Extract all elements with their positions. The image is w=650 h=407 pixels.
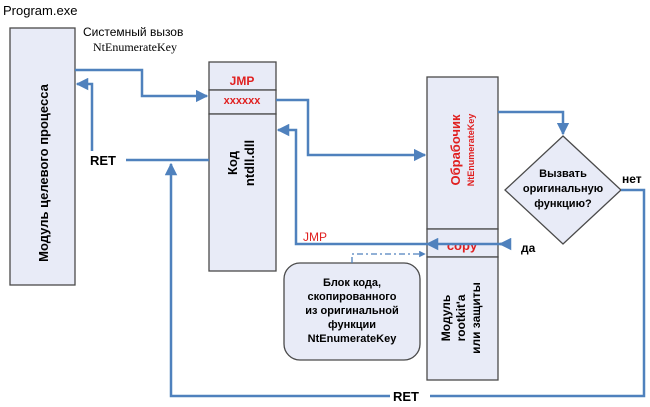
ntdll-top-box xyxy=(208,61,277,91)
jmp-address-label: xxxxxx xyxy=(224,95,262,107)
jmp-to-handler-arrow xyxy=(276,98,427,162)
jmp-back-label: JMP xyxy=(303,230,327,244)
handler-label: Обрабочик xyxy=(448,114,463,185)
yes-label: да xyxy=(521,241,536,255)
rootkit-label-line3: или защиты xyxy=(469,282,483,354)
decision-text-line2: оригинальную xyxy=(523,183,603,195)
target-module-label: Модуль целевого процесса xyxy=(36,83,51,261)
ret-left-label-bg xyxy=(84,151,126,168)
handler-box xyxy=(426,76,499,230)
copied-block-line1: Блок кода, xyxy=(323,277,381,289)
ntdll-code-box xyxy=(208,113,277,272)
copied-block-line5: NtEnumerateKey xyxy=(308,333,398,345)
rootkit-label-line1: Модуль xyxy=(439,295,453,341)
ntdll-name-label: ntdll.dll xyxy=(242,140,257,186)
decision-text-line1: Вызвать xyxy=(539,168,587,180)
ret-left-label: RET xyxy=(90,153,116,168)
rootkit-module-box xyxy=(426,256,499,381)
handler-to-decision-arrow xyxy=(498,110,570,136)
no-label: нет xyxy=(622,172,642,186)
rootkit-label-line2: rootkit'а xyxy=(454,294,468,341)
copied-block-line2: скопированного xyxy=(308,291,397,303)
target-module-box xyxy=(9,27,76,286)
syscall-arrow xyxy=(75,68,209,103)
ret-bottom-label: RET xyxy=(393,389,419,404)
copied-block-line3: из оригинальной xyxy=(305,305,398,317)
dashed-copy-arrow xyxy=(351,250,426,263)
ret-bottom-label-bg xyxy=(390,387,430,404)
ntdll-code-label: Код xyxy=(225,150,240,175)
copy-label: copy xyxy=(447,238,478,253)
jmp-label: JMP xyxy=(230,74,255,88)
handler-function-label: NtEnumerateKey xyxy=(466,114,476,187)
syscall-function-label: NtEnumerateKey xyxy=(93,40,177,54)
jmp-back-arrow xyxy=(276,123,427,246)
decision-text-line3: функцию? xyxy=(534,198,592,210)
program-label: Program.exe xyxy=(3,3,77,18)
decision-diamond xyxy=(504,135,622,245)
ret-bottom-arrow xyxy=(164,162,646,398)
syscall-label: Системный вызов xyxy=(83,25,183,39)
copied-block-line4: функции xyxy=(328,319,376,331)
ret-left-arrow xyxy=(75,77,209,162)
